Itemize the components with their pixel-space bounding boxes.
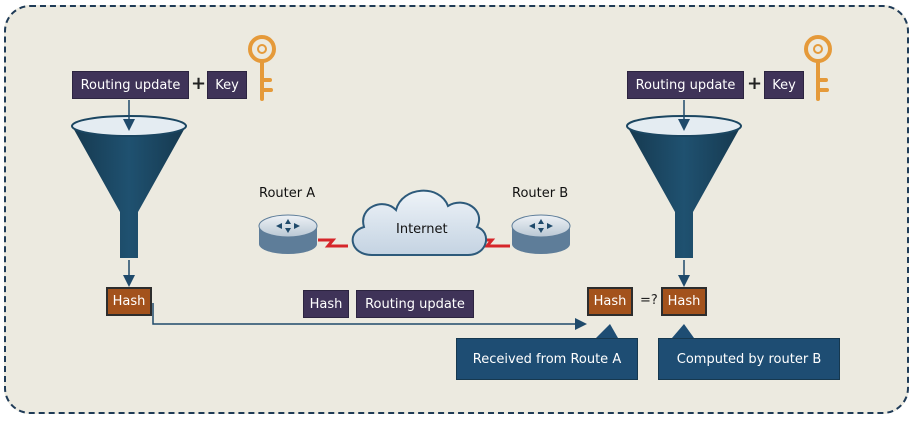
received-hash-box: Hash [587,287,633,316]
router-b-icon [511,214,571,254]
internet-label: Internet [396,222,448,237]
computed-hash-box: Hash [661,287,707,316]
router-a-icon [258,214,318,254]
right-routing-update-box: Routing update [627,71,744,99]
left-routing-update-box: Routing update [72,71,189,99]
left-plus-sign: + [191,73,207,94]
left-key-box: Key [207,71,247,99]
compare-operator: =? [640,293,658,308]
router-a-label: Router A [259,186,316,201]
internet-cloud-icon [351,189,488,256]
received-callout: Received from Route A [456,338,638,380]
arrow-hash-transfer [152,303,587,330]
left-key-icon [248,35,276,101]
packet-routing-update-box: Routing update [356,290,474,318]
computed-callout: Computed by router B [658,338,840,380]
link-a-internet [318,238,348,248]
left-hash-box: Hash [106,287,152,316]
right-plus-sign: + [747,73,763,94]
right-key-icon [804,35,832,101]
right-key-box: Key [764,71,804,99]
packet-hash-box: Hash [303,290,349,318]
router-b-label: Router B [512,186,569,201]
